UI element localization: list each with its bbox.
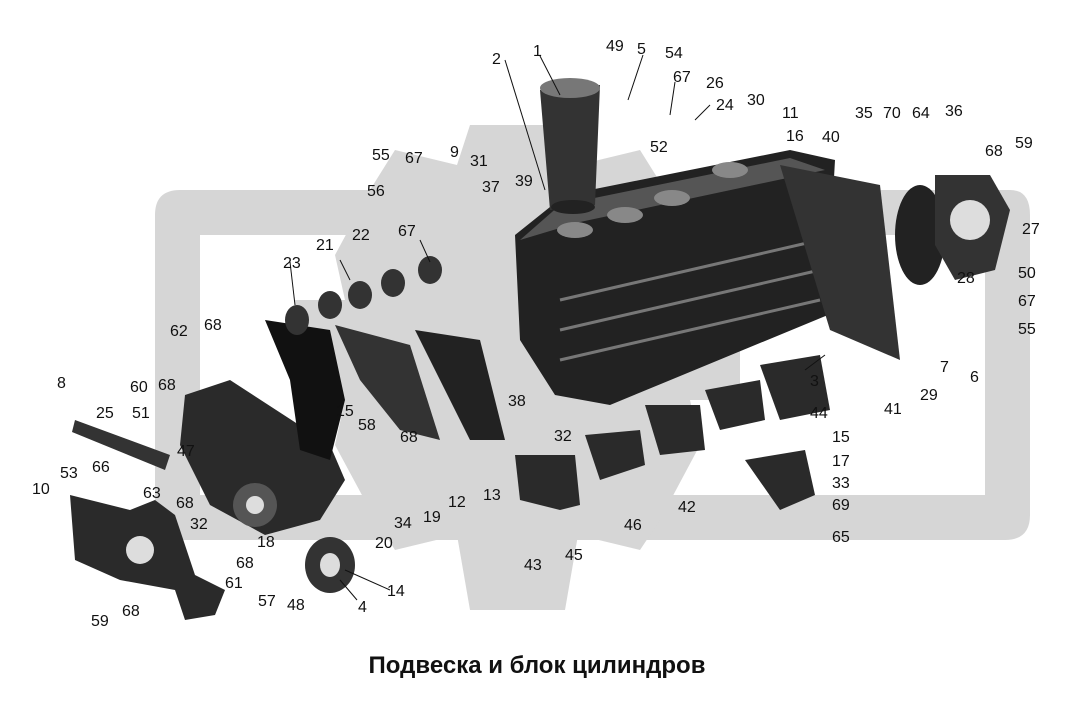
callout-6: 6	[970, 369, 979, 386]
callout-15b: 15	[832, 429, 850, 446]
callout-63: 63	[143, 485, 161, 502]
callout-62: 62	[170, 323, 188, 340]
callout-39: 39	[515, 173, 533, 190]
timing-cover	[180, 380, 345, 535]
callout-61: 61	[225, 575, 243, 592]
callout-36: 36	[945, 103, 963, 120]
callout-19: 19	[423, 509, 441, 526]
callout-21: 21	[316, 237, 334, 254]
callout-68d: 68	[236, 555, 254, 572]
callout-4: 4	[358, 599, 367, 616]
callout-67a: 67	[405, 150, 423, 167]
callout-7: 7	[940, 359, 949, 376]
callout-26: 26	[706, 75, 724, 92]
callout-32a: 32	[554, 428, 572, 445]
shaft	[72, 420, 170, 470]
callout-8: 8	[57, 375, 66, 392]
callout-48: 48	[287, 597, 305, 614]
callout-58: 58	[358, 417, 376, 434]
cylinder-liner	[540, 78, 600, 214]
callout-44: 44	[810, 405, 828, 422]
bushings	[285, 256, 442, 335]
callout-9: 9	[450, 144, 459, 161]
callout-labels: 1 2 3 4 5 6 7 8 9 10 11 12 13 14 15 15 1…	[32, 38, 1040, 630]
callout-15a: 15	[336, 403, 354, 420]
callout-29: 29	[920, 387, 938, 404]
callout-67c: 67	[673, 69, 691, 86]
callout-31: 31	[470, 153, 488, 170]
callout-69: 69	[832, 497, 850, 514]
callout-11: 11	[782, 105, 799, 122]
callout-68c: 68	[176, 495, 194, 512]
callout-60: 60	[130, 379, 148, 396]
callout-3: 3	[810, 373, 819, 390]
callout-27: 27	[1022, 221, 1040, 238]
callout-40: 40	[822, 129, 840, 146]
callout-70: 70	[883, 105, 901, 122]
callout-43: 43	[524, 557, 542, 574]
callout-67e: 68	[985, 143, 1003, 160]
callout-18: 18	[257, 534, 275, 551]
callout-54: 54	[665, 45, 683, 62]
callout-45: 45	[565, 547, 583, 564]
pulley	[305, 537, 355, 593]
callout-37: 37	[482, 179, 500, 196]
callout-24: 24	[716, 97, 734, 114]
callout-42: 42	[678, 499, 696, 516]
callout-65: 65	[832, 529, 850, 546]
callout-5: 5	[637, 41, 646, 58]
callout-47: 47	[177, 443, 195, 460]
callout-46: 46	[624, 517, 642, 534]
callout-17: 17	[832, 453, 850, 470]
callout-55a: 55	[372, 147, 390, 164]
callout-28: 28	[957, 270, 975, 287]
callout-38: 38	[508, 393, 526, 410]
callout-13: 13	[483, 487, 501, 504]
callout-51: 51	[132, 405, 150, 422]
callout-64: 64	[912, 105, 930, 122]
diagram-caption: Подвеска и блок цилиндров	[368, 652, 706, 679]
callout-59a: 59	[91, 613, 109, 630]
callout-67b: 67	[398, 223, 416, 240]
callout-68b: 68	[158, 377, 176, 394]
callout-33: 33	[832, 475, 850, 492]
callout-22: 22	[352, 227, 370, 244]
callout-68f: 68	[400, 429, 418, 446]
callout-56: 56	[367, 183, 385, 200]
callout-30: 30	[747, 92, 765, 109]
callout-16: 16	[786, 128, 804, 145]
support-bracket	[70, 495, 225, 620]
rear-flange	[895, 175, 1010, 285]
front-plate	[265, 320, 505, 460]
callout-50: 50	[1018, 265, 1036, 282]
callout-14: 14	[387, 583, 405, 600]
callout-53: 53	[60, 465, 78, 482]
callout-35: 35	[855, 105, 873, 122]
callout-57: 57	[258, 593, 276, 610]
callout-12: 12	[448, 494, 466, 511]
callout-55b: 55	[1018, 321, 1036, 338]
callout-1: 1	[533, 43, 542, 60]
callout-59b: 59	[1015, 135, 1033, 152]
callout-66: 66	[92, 459, 110, 476]
callout-2: 2	[492, 51, 501, 68]
callout-23: 23	[283, 255, 301, 272]
leader-lines	[289, 54, 826, 601]
callout-34: 34	[394, 515, 412, 532]
callout-67d: 67	[1018, 293, 1036, 310]
main-bearing-caps	[515, 355, 830, 510]
callout-32b: 32	[190, 516, 208, 533]
callout-68a: 68	[204, 317, 222, 334]
callout-25: 25	[96, 405, 114, 422]
callout-68e: 68	[122, 603, 140, 620]
callout-10: 10	[32, 481, 50, 498]
callout-52: 52	[650, 139, 668, 156]
callout-49: 49	[606, 38, 624, 55]
callout-41: 41	[884, 401, 902, 418]
callout-20: 20	[375, 535, 393, 552]
cylinder-block	[515, 150, 900, 405]
